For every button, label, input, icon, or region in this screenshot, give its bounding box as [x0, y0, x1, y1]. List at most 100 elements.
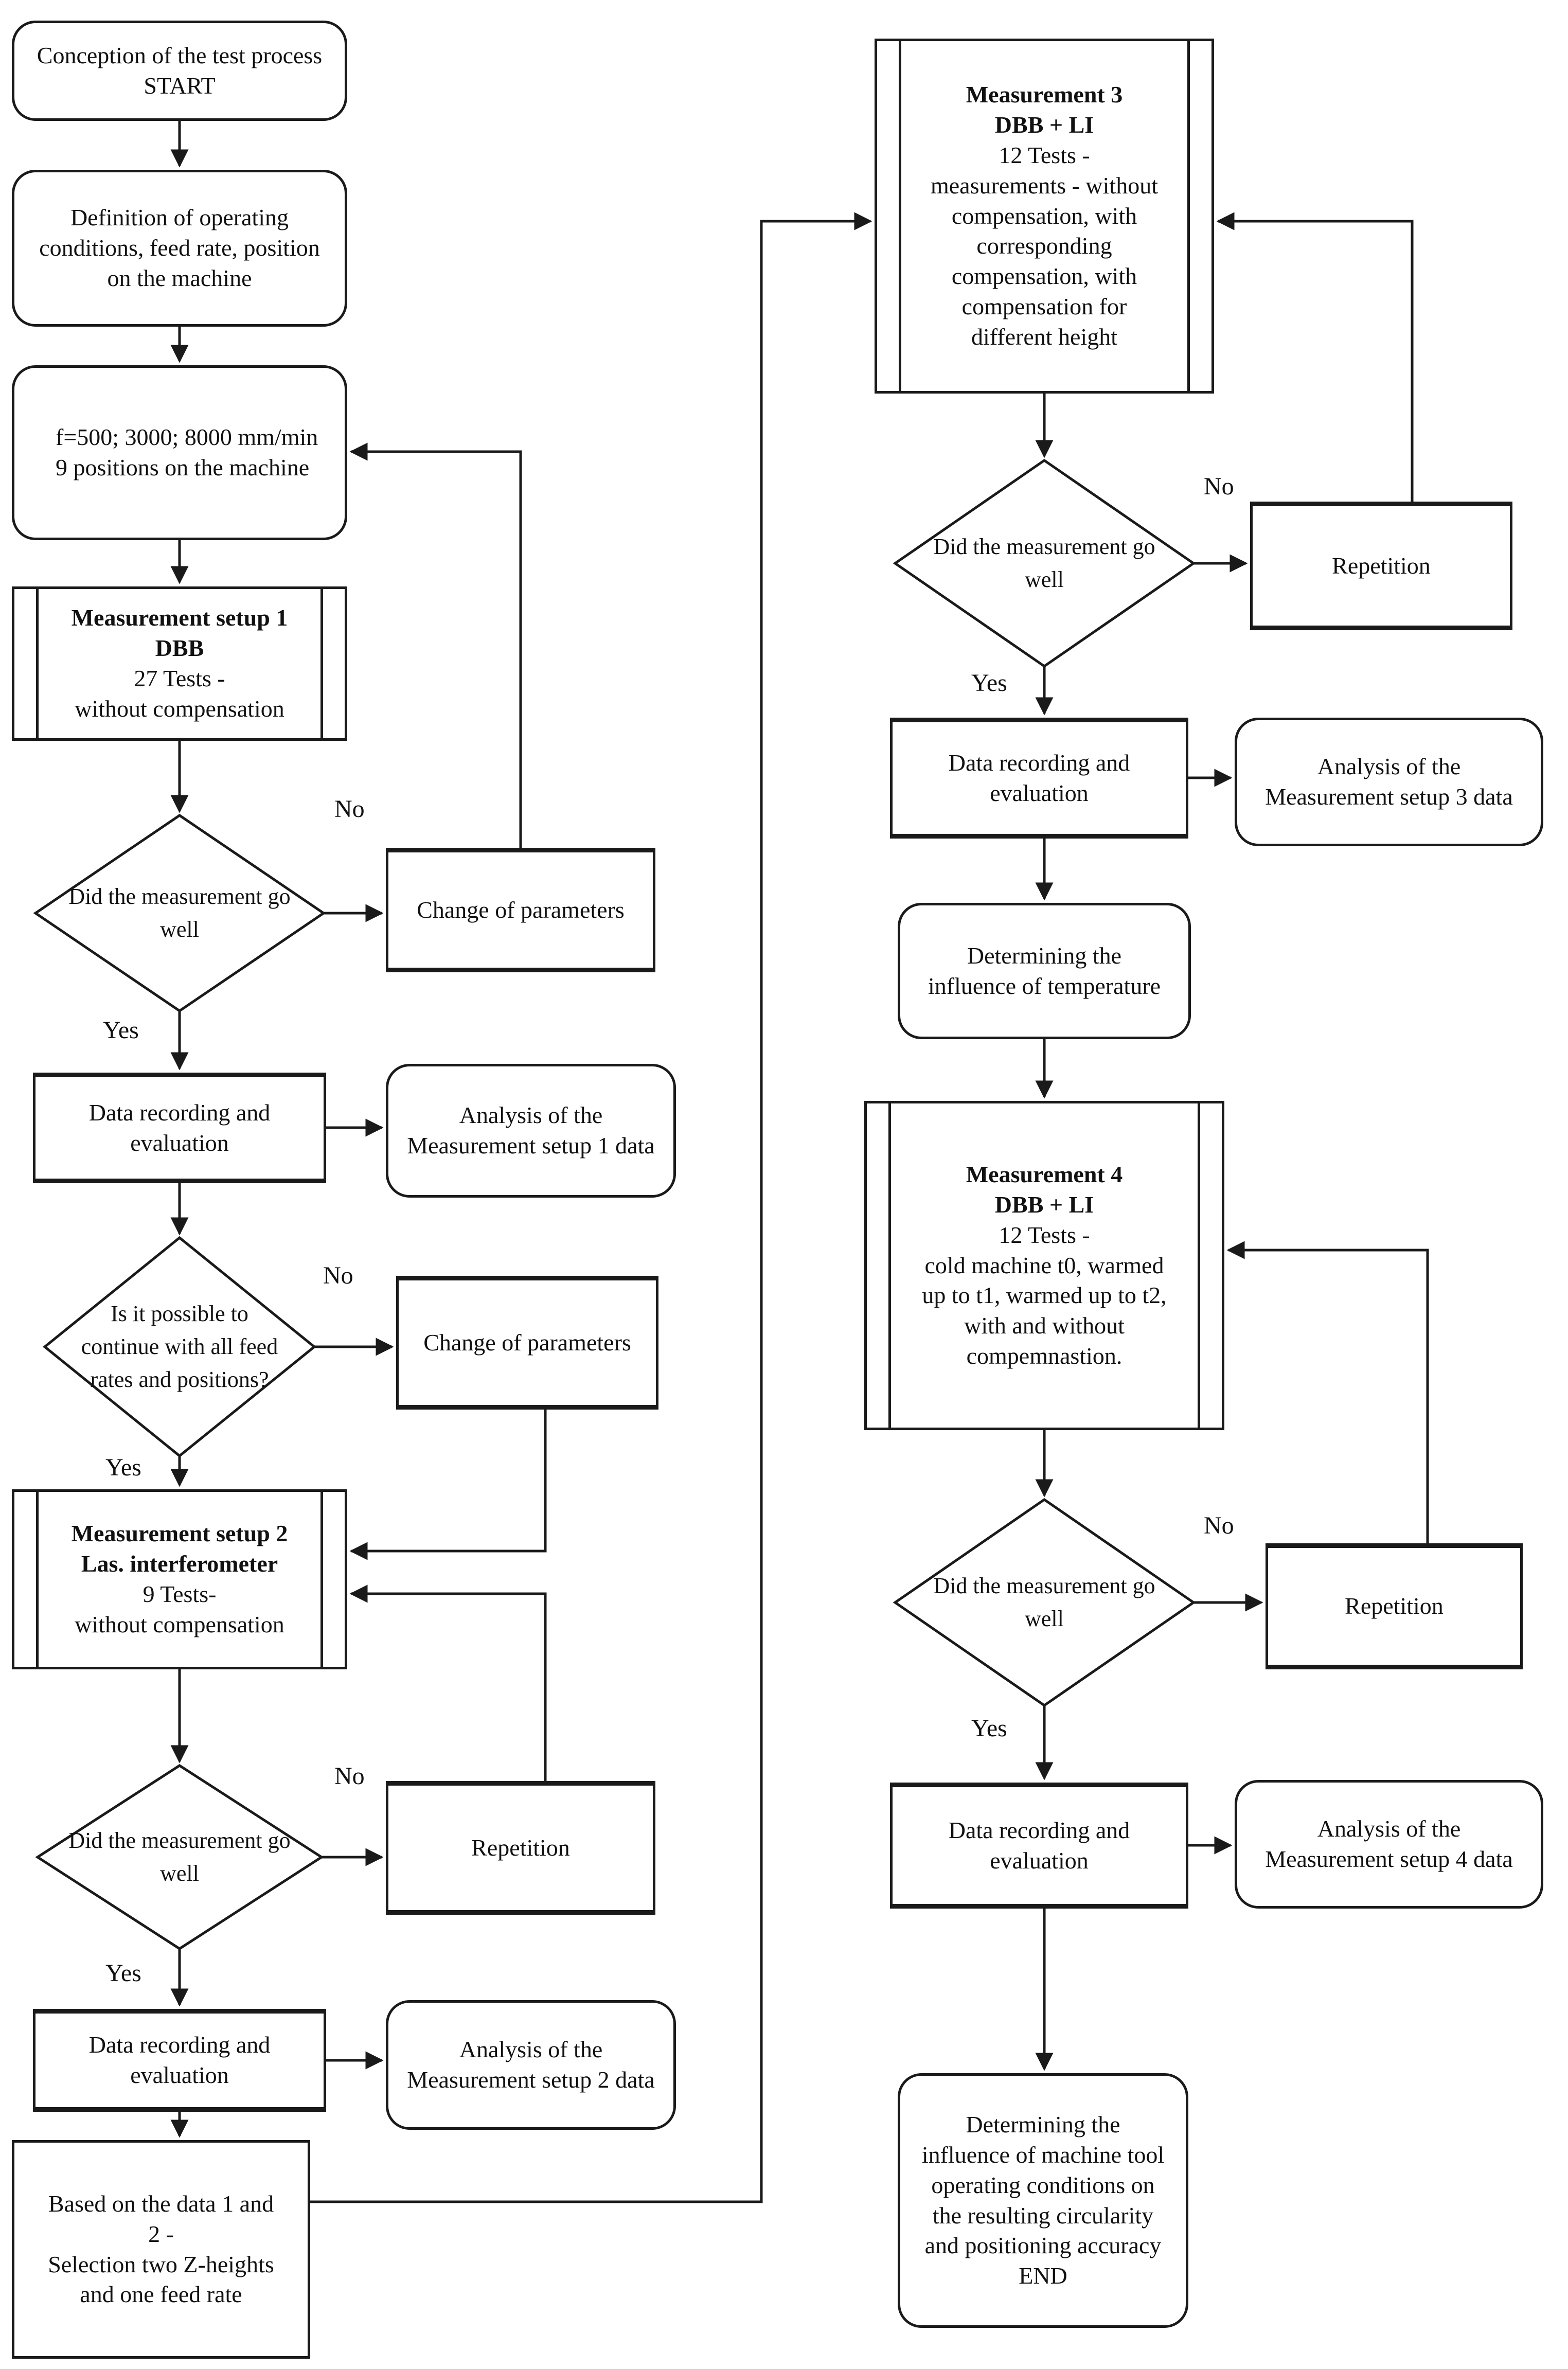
edge-basedon-m3 — [310, 212, 872, 2203]
node-basedon-line: and one feed rate — [80, 2281, 242, 2308]
edge-repetition3-m4-loop — [1226, 1241, 1429, 1543]
node-analysis-setup-1: Analysis of the Measurement setup 1 data — [386, 1064, 676, 1198]
node-analysis4-line: Measurement setup 4 data — [1265, 1846, 1513, 1872]
node-repetition3-line: Repetition — [1345, 1593, 1444, 1619]
node-start-line: Conception of the test process — [37, 42, 323, 68]
node-datarec4-line: Data recording and — [948, 1816, 1130, 1843]
node-determtemp-line: Determining the — [967, 942, 1122, 969]
decision3-diamond — [35, 1764, 324, 1950]
node-m3-title: Measurement 3 — [966, 81, 1123, 108]
node-measurement-4: Measurement 4 DBB + LI 12 Tests - cold m… — [864, 1101, 1224, 1430]
node-analysis1-line: Analysis of the — [459, 1102, 603, 1129]
node-based-on-data: Based on the data 1 and 2 - Selection tw… — [12, 2140, 310, 2359]
node-data-recording-1: Data recording and evaluation — [33, 1073, 326, 1183]
edge-changeparams2-ms2-loop — [349, 1410, 547, 1560]
node-m3-line: corresponding — [976, 233, 1112, 259]
node-m4-title: Measurement 4 — [966, 1161, 1123, 1187]
decision5-diamond — [893, 1498, 1196, 1707]
predef-bar — [1187, 41, 1190, 391]
node-change-of-parameters-1: Change of parameters — [386, 848, 655, 972]
node-end-line: Determining the — [966, 2111, 1120, 2138]
node-basedon-line: 2 - — [148, 2220, 174, 2247]
decision2-diamond — [43, 1236, 316, 1458]
node-analysis3-line: Measurement setup 3 data — [1265, 783, 1513, 810]
node-analysis1-line: Measurement setup 1 data — [407, 1132, 655, 1159]
decision4-no-label: No — [1204, 473, 1234, 500]
node-m3-line: measurements - without — [930, 172, 1158, 199]
predef-bar — [320, 589, 323, 738]
decision3-text: Did the measurement go well — [41, 1798, 318, 1916]
predef-bar — [888, 1103, 891, 1428]
node-m3-line: 12 Tests - — [999, 141, 1090, 168]
decision2-line: Is it possible to — [111, 1301, 248, 1327]
node-m4-line: with and without — [964, 1312, 1125, 1339]
node-ms1-line: without compensation — [75, 695, 284, 722]
node-datarec4-line: evaluation — [990, 1847, 1089, 1874]
decision5-yes-label: Yes — [971, 1715, 1007, 1742]
node-basedon-line: Based on the data 1 and — [48, 2190, 274, 2217]
node-definition-line: Definition of operating — [70, 204, 289, 231]
node-determtemp-line: influence of temperature — [928, 972, 1161, 999]
node-basedon-line: Selection two Z-heights — [48, 2251, 274, 2277]
decision1-diamond — [33, 813, 326, 1013]
decision4-text: Did the measurement go well — [900, 507, 1188, 620]
node-feed-line: 9 positions on the machine — [56, 454, 310, 480]
node-m4-line: cold machine t0, warmed — [924, 1252, 1164, 1278]
node-end-line: END — [1019, 2263, 1067, 2289]
node-end-line: operating conditions on — [931, 2171, 1155, 2198]
node-definition: Definition of operating conditions, feed… — [12, 170, 347, 327]
decision2-line: rates and positions? — [90, 1366, 269, 1392]
node-m3-line: compensation, with — [951, 202, 1137, 229]
node-analysis-setup-2: Analysis of the Measurement setup 2 data — [386, 2000, 676, 2130]
node-data-recording-2: Data recording and evaluation — [33, 2009, 326, 2112]
node-analysis2-line: Analysis of the — [459, 2036, 603, 2063]
node-ms1-line: 27 Tests - — [134, 665, 225, 691]
decision3-yes-label: Yes — [105, 1960, 141, 1987]
edge-changeparams1-feed-loop — [349, 442, 522, 848]
node-m4-subtitle: DBB + LI — [994, 1191, 1094, 1218]
node-repetition-3: Repetition — [1266, 1543, 1523, 1669]
node-feed-line: f=500; 3000; 8000 mm/min — [56, 424, 318, 451]
node-ms2-line: 9 Tests- — [142, 1581, 217, 1607]
node-m4-line: 12 Tests - — [999, 1221, 1090, 1248]
node-repetition2-line: Repetition — [1332, 552, 1431, 579]
node-m3-line: compensation for — [961, 293, 1127, 320]
node-ms1-subtitle: DBB — [155, 635, 204, 662]
decision3-no-label: No — [334, 1762, 365, 1790]
predef-bar — [320, 1492, 323, 1667]
node-measurement-setup-1: Measurement setup 1 DBB 27 Tests - witho… — [12, 586, 347, 741]
decision1-yes-label: Yes — [103, 1017, 139, 1044]
node-datarec2-line: Data recording and — [88, 2032, 271, 2058]
decision1-no-label: No — [334, 795, 365, 823]
node-repetition-1: Repetition — [386, 1781, 655, 1915]
decision2-yes-label: Yes — [105, 1454, 141, 1481]
node-analysis2-line: Measurement setup 2 data — [407, 2067, 655, 2093]
edge-repetition2-m3-loop — [1216, 212, 1414, 502]
node-determining-temperature: Determining the influence of temperature — [898, 903, 1191, 1039]
predef-bar — [899, 41, 901, 391]
decision2-line: continue with all feed — [81, 1334, 278, 1360]
node-m4-line: up to t1, warmed up to t2, — [922, 1282, 1167, 1309]
node-datarec1-line: Data recording and — [88, 1099, 271, 1126]
node-measurement-3: Measurement 3 DBB + LI 12 Tests - measur… — [875, 39, 1214, 394]
node-analysis4-line: Analysis of the — [1317, 1815, 1461, 1842]
decision5-line: Did the measurement go — [933, 1573, 1155, 1599]
decision1-text: Did the measurement go well — [35, 854, 324, 972]
node-ms2-title: Measurement setup 2 — [71, 1520, 288, 1547]
node-definition-line: conditions, feed rate, position — [39, 235, 320, 261]
node-data-recording-4: Data recording and evaluation — [890, 1783, 1188, 1909]
node-m3-line: different height — [971, 324, 1117, 350]
node-changeparams1-line: Change of parameters — [417, 896, 625, 923]
node-m3-line: compensation, with — [951, 263, 1137, 290]
node-end: Determining the influence of machine too… — [898, 2073, 1188, 2328]
node-ms2-subtitle: Las. interferometer — [81, 1551, 278, 1577]
node-feed-conditions: f=500; 3000; 8000 mm/min 9 positions on … — [12, 365, 347, 540]
node-start: Conception of the test process START — [12, 21, 347, 121]
predef-bar — [1198, 1103, 1200, 1428]
decision5-no-label: No — [1204, 1512, 1234, 1539]
node-datarec3-line: Data recording and — [948, 749, 1130, 776]
edge-repetition1-ms2-loop — [349, 1584, 547, 1781]
node-data-recording-3: Data recording and evaluation — [890, 718, 1188, 839]
node-changeparams2-line: Change of parameters — [423, 1329, 631, 1356]
